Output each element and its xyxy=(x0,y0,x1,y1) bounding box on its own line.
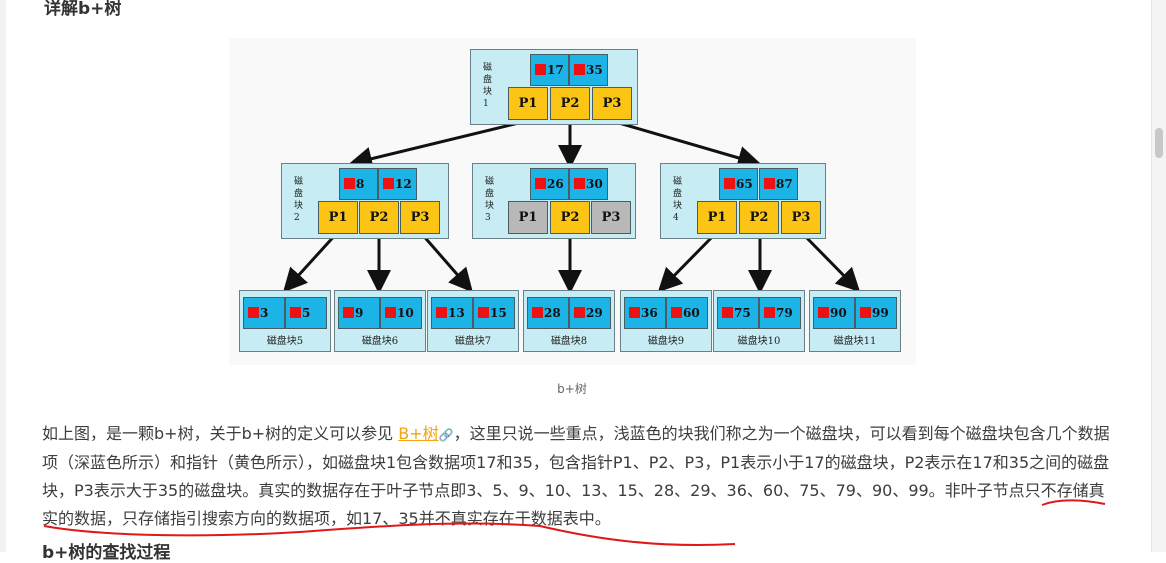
disk-block-2: 磁盘块2 8 12 P1 P2 P3 xyxy=(281,163,449,239)
data-key: 28 xyxy=(527,297,569,329)
edge-n2-p1 xyxy=(282,231,339,293)
disk-block-label: 磁盘块10 xyxy=(737,336,781,347)
data-key: 75 xyxy=(717,297,759,329)
data-key: 13 xyxy=(431,297,473,329)
pointer-p3: P3 xyxy=(591,201,631,234)
disk-block-4: 磁盘块4 65 87 P1 P2 P3 xyxy=(660,163,826,239)
pointer-p1: P1 xyxy=(318,201,358,234)
paragraph-text: 如上图，是一颗b+树，关于b+树的定义可以参见 xyxy=(42,424,394,443)
marker-square xyxy=(248,307,259,318)
data-key: 29 xyxy=(569,297,611,329)
marker-square xyxy=(385,307,396,318)
disk-block-11: 90 99 磁盘块11 xyxy=(809,290,901,352)
disk-block-label: 磁盘块6 xyxy=(361,336,399,347)
pointer-p1: P1 xyxy=(697,201,737,234)
pointer-p3: P3 xyxy=(592,87,632,120)
pointer-p2: P2 xyxy=(359,201,399,234)
disk-block-6: 9 10 磁盘块6 xyxy=(334,290,426,352)
disk-block-10: 75 79 磁盘块10 xyxy=(713,290,805,352)
data-key: 8 xyxy=(339,168,378,200)
marker-square xyxy=(722,307,733,318)
marker-square xyxy=(532,307,543,318)
marker-square xyxy=(478,307,489,318)
disk-block-label: 磁盘块1 xyxy=(483,63,493,109)
data-key: 26 xyxy=(530,168,569,200)
bplus-tree-figure: 磁盘块1 17 35 P1 P2 P3 磁盘块2 8 12 P1 P2 P3 磁… xyxy=(229,38,916,365)
pointer-p2: P2 xyxy=(550,87,590,120)
pointer-p2: P2 xyxy=(739,201,779,234)
marker-square xyxy=(535,64,546,75)
data-key: 15 xyxy=(473,297,515,329)
marker-square xyxy=(764,307,775,318)
data-key: 5 xyxy=(285,297,327,329)
marker-square xyxy=(535,178,546,189)
scrollbar[interactable] xyxy=(1151,0,1166,552)
data-key: 12 xyxy=(378,168,417,200)
disk-block-label: 磁盘块11 xyxy=(833,336,877,347)
tree-edges xyxy=(282,119,861,294)
data-key: 36 xyxy=(624,297,666,329)
figure-caption: b+树 xyxy=(557,382,587,396)
marker-square xyxy=(343,307,354,318)
pointer-p3: P3 xyxy=(400,201,440,234)
marker-square xyxy=(574,307,585,318)
disk-block-label: 磁盘块3 xyxy=(485,177,495,223)
external-link-icon[interactable]: 🔗 xyxy=(438,428,454,442)
pointer-p3: P3 xyxy=(781,201,821,234)
marker-square xyxy=(436,307,447,318)
data-key: 90 xyxy=(813,297,855,329)
disk-block-label: 磁盘块7 xyxy=(454,336,492,347)
data-key: 87 xyxy=(759,168,798,200)
disk-block-8: 28 29 磁盘块8 xyxy=(523,290,615,352)
section-heading: 详解b+树 xyxy=(44,0,122,19)
pointer-p1: P1 xyxy=(508,201,548,234)
bplus-tree-link[interactable]: B+树 xyxy=(398,424,439,443)
marker-square xyxy=(818,307,829,318)
data-key: 9 xyxy=(338,297,380,329)
marker-square xyxy=(860,307,871,318)
pointer-p1: P1 xyxy=(508,87,548,120)
disk-block-label: 磁盘块4 xyxy=(673,177,683,223)
disk-block-1: 磁盘块1 17 35 P1 P2 P3 xyxy=(470,49,638,125)
edge-n4-p1 xyxy=(657,231,718,293)
disk-block-9: 36 60 磁盘块9 xyxy=(620,290,712,352)
marker-square xyxy=(344,178,355,189)
marker-square xyxy=(764,178,775,189)
disk-block-3: 磁盘块3 26 30 P1 P2 P3 xyxy=(472,163,636,239)
data-key: 10 xyxy=(380,297,422,329)
edge-root-p1 xyxy=(348,119,528,171)
marker-square xyxy=(290,307,301,318)
edge-root-p3 xyxy=(611,119,762,170)
disk-block-7: 13 15 磁盘块7 xyxy=(427,290,519,352)
marker-square xyxy=(574,64,585,75)
disk-block-label: 磁盘块8 xyxy=(550,336,588,347)
disk-block-label: 磁盘块2 xyxy=(294,177,304,223)
paragraph-text: ，这里只说一些重点，浅蓝色的块我们称之为一个磁盘块，可以看到每个磁盘块包含几个数… xyxy=(42,424,1110,528)
data-key: 65 xyxy=(719,168,758,200)
data-key: 17 xyxy=(530,54,569,86)
edge-n3-p3 xyxy=(419,232,473,293)
marker-square xyxy=(574,178,585,189)
article-paragraph: 如上图，是一颗b+树，关于b+树的定义可以参见 B+树🔗，这里只说一些重点，浅蓝… xyxy=(42,420,1112,533)
marker-square xyxy=(383,178,394,189)
marker-square xyxy=(671,307,682,318)
disk-block-5: 3 5 磁盘块5 xyxy=(239,290,331,352)
scrollbar-thumb[interactable] xyxy=(1155,128,1163,158)
disk-block-label: 磁盘块9 xyxy=(647,336,685,347)
data-key: 3 xyxy=(243,297,285,329)
data-key: 79 xyxy=(759,297,801,329)
edge-n4-p3 xyxy=(800,231,861,293)
marker-square xyxy=(629,307,640,318)
disk-block-label: 磁盘块5 xyxy=(266,336,304,347)
pointer-p2: P2 xyxy=(550,201,590,234)
data-key: 60 xyxy=(666,297,708,329)
data-key: 30 xyxy=(569,168,608,200)
left-edge xyxy=(0,0,6,552)
data-key: 35 xyxy=(569,54,608,86)
data-key: 99 xyxy=(855,297,897,329)
marker-square xyxy=(724,178,735,189)
